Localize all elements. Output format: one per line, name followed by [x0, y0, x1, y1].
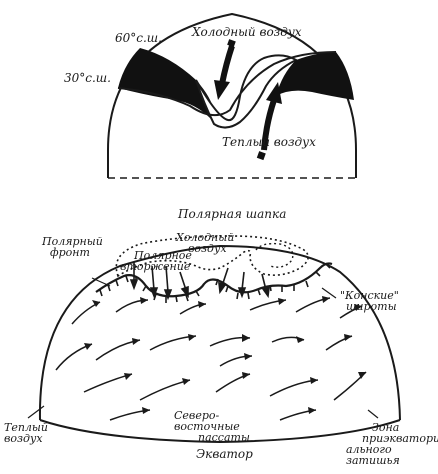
- equator-line: [39, 419, 401, 444]
- label-equator: Экватор: [196, 447, 253, 461]
- polar-front-barbs: [99, 263, 331, 303]
- doldrums-leader: [367, 409, 379, 419]
- top-front-band-left: [118, 48, 215, 120]
- polar-intrusion-dotted: [115, 235, 309, 278]
- warm-air-line2: воздух: [4, 432, 43, 445]
- doldrums-line1: Зона: [372, 421, 400, 434]
- horse-latitudes-line1: "Конские": [340, 289, 399, 302]
- label-top-warm-air: Теплый воздух: [222, 135, 316, 149]
- cold-intrusion-arrows: [129, 262, 270, 301]
- top-front-curve: [117, 51, 337, 117]
- wind-arrows: [55, 297, 367, 421]
- bottom-cold-air-line2: воздух: [188, 242, 227, 255]
- label-ne-trades: Северо-восточные пассаты: [174, 410, 284, 443]
- warm-air-arrow: [261, 99, 277, 151]
- label-doldrums: Зона приэкватори- ального затишья: [346, 421, 438, 467]
- label-60-north: 60°с.ш.: [115, 31, 162, 45]
- wind-arrowheads: [84, 296, 366, 414]
- cold-air-arrow: [219, 45, 235, 85]
- label-warm-air: Теплый воздух: [4, 422, 64, 444]
- label-polar-cap: Полярная шапка: [178, 207, 287, 221]
- label-polar-front: Полярный фронт: [42, 236, 112, 258]
- horse-latitudes-line2: широты: [346, 300, 397, 313]
- cold-air-arrowhead: [214, 80, 230, 100]
- warm-air-arrowhead: [266, 82, 282, 104]
- polar-intrusion-line2: вторжение: [120, 260, 191, 273]
- polar-cap-inner-dotted: [255, 242, 294, 268]
- label-top-cold-air: Холодный воздух: [192, 25, 302, 39]
- doldrums-line2: приэкватори-: [362, 432, 438, 445]
- polar-front-line1: Полярный: [42, 235, 103, 248]
- ne-trades-line2: пассаты: [198, 431, 250, 444]
- bottom-cold-air-line1: Холодный: [176, 231, 235, 244]
- label-horse-latitudes: "Конские" широты: [340, 290, 420, 312]
- label-bottom-cold-air: Холодный воздух: [176, 232, 246, 254]
- polar-front-leader: [91, 277, 111, 287]
- label-polar-intrusion: Полярное вторжение: [120, 250, 200, 272]
- polar-intrusion-line1: Полярное: [134, 249, 192, 262]
- doldrums-line3: ального затишья: [346, 443, 400, 467]
- ne-trades-line1: Северо-восточные: [174, 409, 240, 433]
- horse-latitudes-leader: [321, 287, 337, 299]
- label-30-north: 30°с.ш.: [64, 71, 111, 85]
- polar-front-line2: фронт: [50, 246, 90, 259]
- bottom-hemisphere-outline: [38, 244, 401, 421]
- warm-air-line1: Теплый: [4, 421, 48, 434]
- warm-air-leader: [27, 405, 45, 419]
- top-front-band-right: [276, 52, 354, 100]
